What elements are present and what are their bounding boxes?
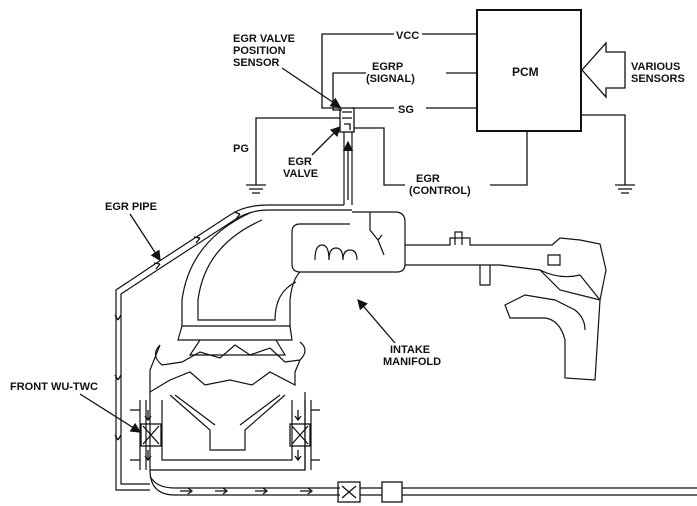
egr-valve-body — [339, 107, 355, 133]
egr-valve-pos-leader — [281, 67, 342, 108]
exhaust-flange — [337, 481, 361, 503]
exhaust-flow-arrows — [144, 410, 302, 462]
egrp-label: EGRP — [372, 61, 403, 73]
engine-block — [149, 392, 306, 471]
egr-valve-pos-label-1: EGR VALVE — [233, 33, 295, 45]
egr-valve-label-1: EGR — [288, 156, 312, 168]
various-sensors-arrow — [581, 41, 626, 99]
vcc-label: VCC — [396, 30, 419, 42]
egr-pipe-label: EGR PIPE — [105, 201, 157, 213]
intake-leader — [357, 299, 396, 344]
pg-label: PG — [233, 143, 249, 155]
egr-pipe — [115, 204, 352, 491]
pcm-ground-symbol — [615, 184, 635, 194]
sg-label: SG — [398, 104, 414, 116]
intake-duct — [405, 237, 607, 301]
egr-valve-detail — [342, 111, 352, 130]
engine-heads — [149, 341, 306, 394]
intake-plenum — [291, 211, 406, 273]
vcc-wire — [321, 33, 477, 109]
signal-label: (SIGNAL) — [366, 73, 415, 85]
egr-valve-label-2: VALVE — [283, 168, 318, 180]
throttle-body — [454, 231, 561, 286]
egrp-wire — [332, 72, 477, 111]
egr-control-label-2: (CONTROL) — [409, 185, 471, 197]
pg-wire — [255, 117, 340, 185]
manifold-trunk — [181, 211, 301, 327]
exhaust-manifold-left — [130, 400, 147, 470]
egr-control-wire — [354, 127, 528, 186]
front-twc-label: FRONT WU-TWC — [10, 381, 98, 393]
exhaust-pipe — [149, 469, 697, 496]
pg-ground-symbol — [246, 184, 266, 194]
egr-control-label-1: EGR — [416, 173, 440, 185]
intake-runner-loops — [314, 244, 358, 261]
catalyst-right — [289, 423, 311, 447]
manifold-lower — [177, 325, 293, 356]
egr-valve-leader — [311, 126, 341, 156]
pcm-box — [476, 9, 582, 132]
exhaust-manifold-right — [304, 400, 320, 470]
sensors-label: SENSORS — [631, 73, 685, 85]
egr-valve-pos-label-2: POSITION — [233, 45, 286, 57]
exhaust-cat — [381, 481, 403, 503]
egr-valve-pos-label-3: SENSOR — [233, 57, 280, 69]
pcm-ground-wire — [581, 114, 626, 185]
egr-pipe-leader — [129, 213, 161, 262]
intake-body — [369, 212, 385, 256]
catalyst-left — [140, 423, 162, 447]
air-box — [504, 269, 601, 381]
various-label: VARIOUS — [631, 61, 680, 73]
exhaust-flow — [180, 487, 314, 495]
pcm-label: PCM — [512, 65, 539, 79]
intake-label-2: MANIFOLD — [383, 356, 441, 368]
intake-label-1: INTAKE — [390, 344, 430, 356]
exhaust-flange-detail — [341, 485, 357, 499]
egr-pipe-arrows — [114, 211, 241, 441]
front-twc-leader — [79, 393, 142, 433]
